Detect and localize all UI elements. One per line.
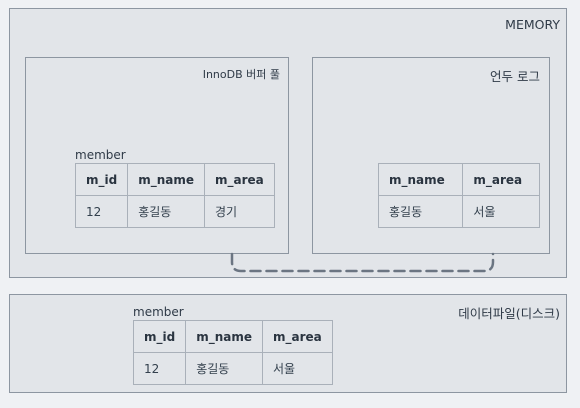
column-header: m_area: [204, 163, 275, 196]
table-cell: 홍길동: [185, 352, 264, 385]
memory-title: MEMORY: [505, 17, 560, 32]
table-cell: 12: [132, 352, 187, 385]
column-header: m_id: [74, 163, 129, 196]
table-header-row: m_id m_name m_area: [74, 163, 275, 196]
column-header: m_name: [185, 320, 264, 353]
undo-log-table: m_name m_area 홍길동 서울: [377, 163, 540, 228]
table-row: 홍길동 서울: [377, 195, 540, 228]
table-header-row: m_id m_name m_area: [132, 320, 333, 353]
table-cell: 경기: [204, 195, 275, 228]
column-header: m_name: [127, 163, 206, 196]
table-header-row: m_name m_area: [377, 163, 540, 196]
disk-table-name: member: [133, 305, 184, 319]
table-cell: 홍길동: [377, 195, 464, 228]
table-cell: 홍길동: [127, 195, 206, 228]
buffer-pool-table-name: member: [75, 148, 126, 162]
column-header: m_id: [132, 320, 187, 353]
undo-log-title: 언두 로그: [490, 69, 540, 84]
column-header: m_name: [377, 163, 464, 196]
disk-member-table: m_id m_name m_area 12 홍길동 서울: [132, 320, 333, 385]
column-header: m_area: [262, 320, 333, 353]
table-row: 12 홍길동 서울: [132, 352, 333, 385]
disk-title: 데이터파일(디스크): [458, 306, 560, 321]
table-row: 12 홍길동 경기: [74, 195, 275, 228]
buffer-pool-title: InnoDB 버퍼 풀: [202, 68, 280, 81]
table-cell: 서울: [262, 352, 333, 385]
table-cell: 서울: [462, 195, 540, 228]
buffer-pool-member-table: m_id m_name m_area 12 홍길동 경기: [74, 163, 275, 228]
table-cell: 12: [74, 195, 129, 228]
